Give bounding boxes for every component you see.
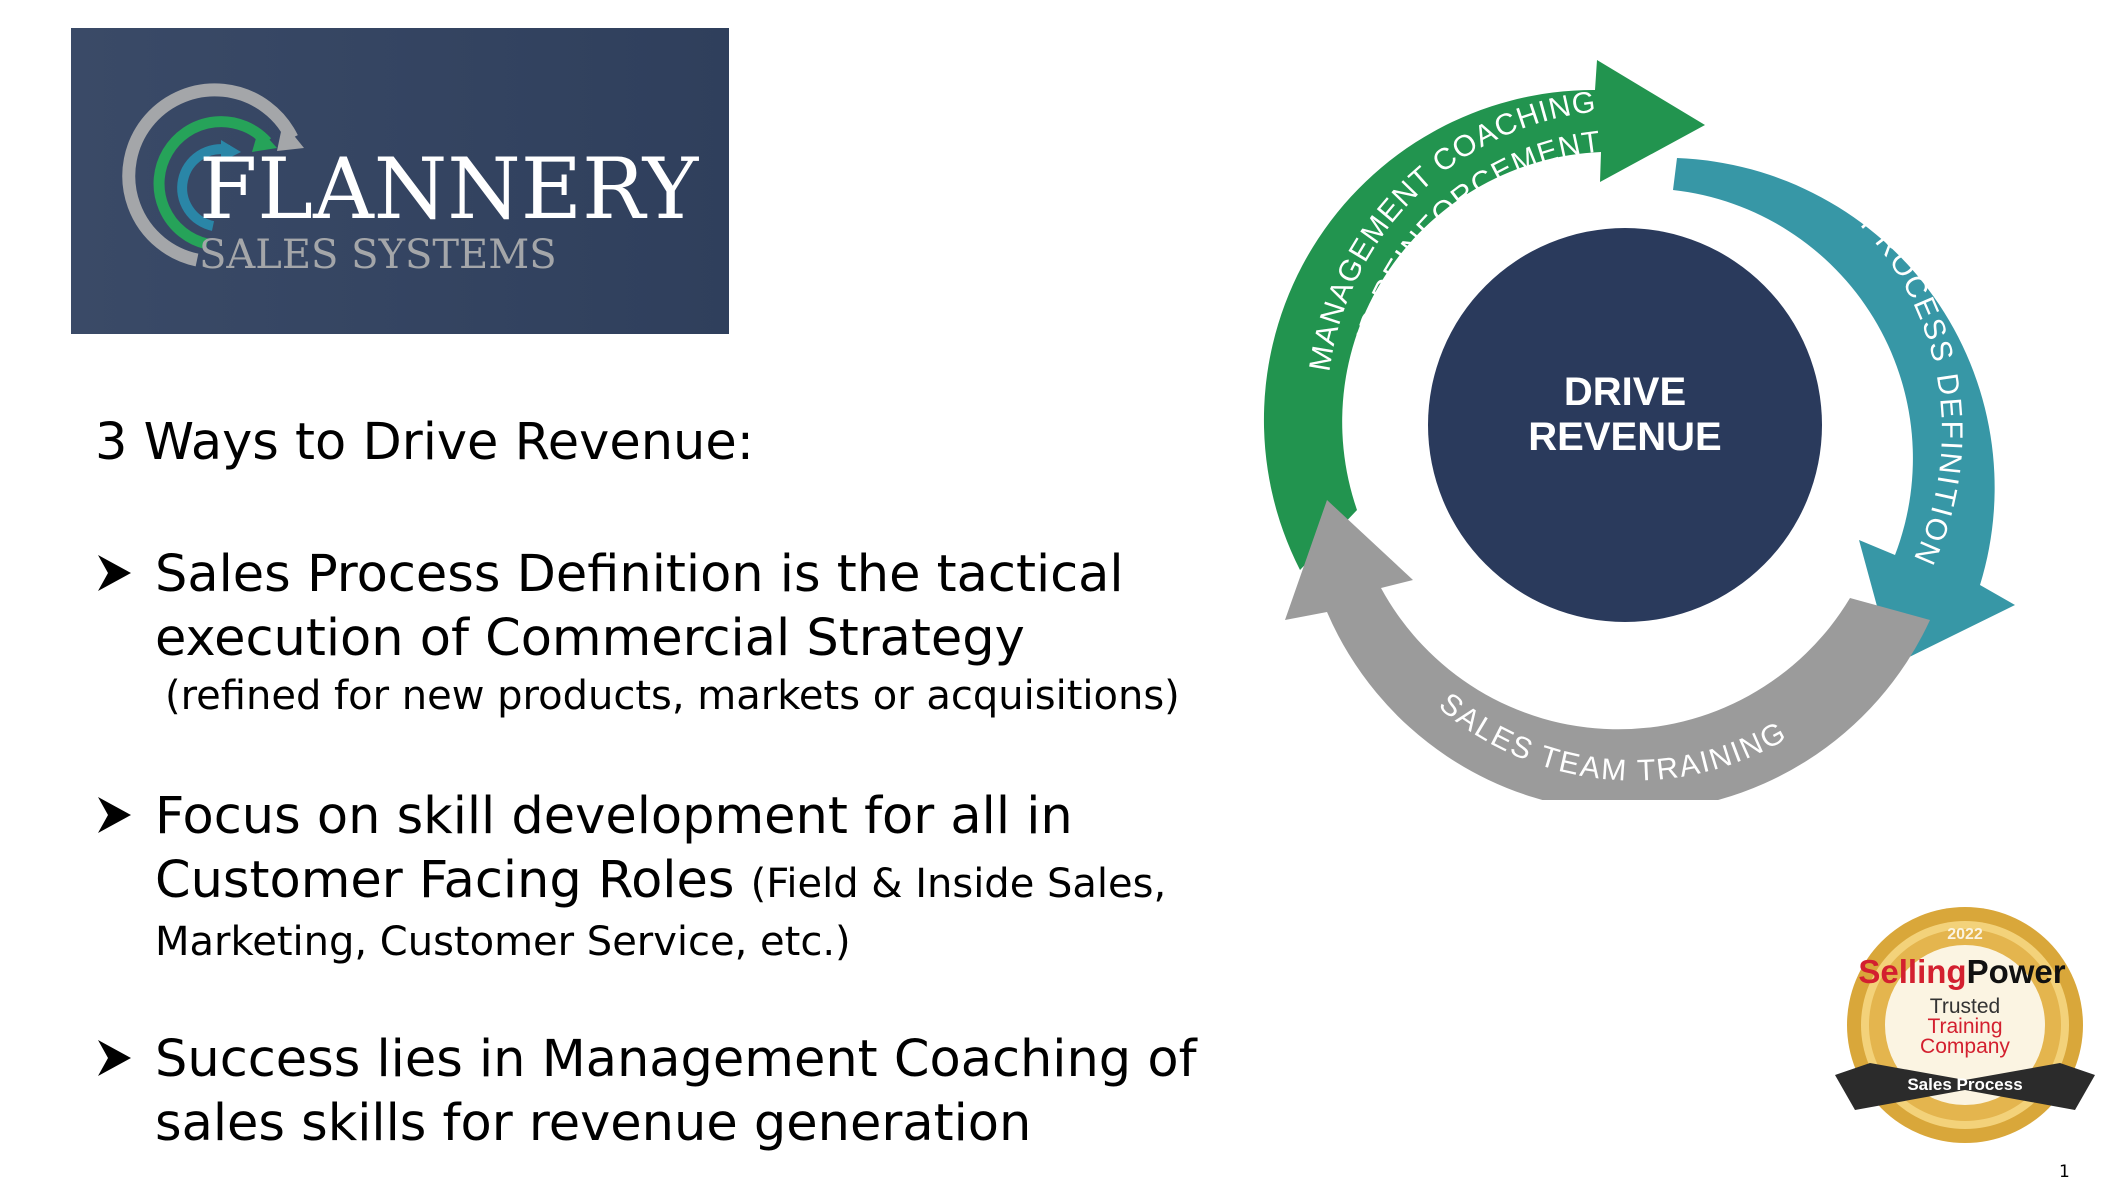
logo-swoosh-icon: FLANNERY SALES SYSTEMS	[122, 83, 700, 278]
bullet-text-line: execution of Commercial Strategy	[155, 609, 1025, 668]
bullet-text-line: Customer Facing Roles	[155, 851, 735, 910]
arrow-bullet-icon	[98, 1040, 131, 1076]
badge-line1: Trusted	[1930, 995, 2000, 1018]
badge-brand: SellingPower	[1858, 953, 2065, 990]
award-badge: 2022 SellingPower Trusted Training Compa…	[1835, 907, 2095, 1143]
page-heading: 3 Ways to Drive Revenue:	[95, 413, 754, 472]
badge-ribbon-label: Sales Process	[1907, 1075, 2022, 1094]
center-label-line2: REVENUE	[1528, 415, 1721, 459]
badge-ribbon	[1835, 1063, 2095, 1110]
badge-year: 2022	[1947, 926, 1983, 943]
teal-cycle-arrow	[1673, 158, 2015, 665]
arrow-bullet-icon	[98, 797, 131, 833]
bullet-item: Sales Process Definition is the tactical…	[95, 543, 1180, 721]
gray-cycle-arrow	[1285, 500, 1930, 800]
center-label-line1: DRIVE	[1564, 370, 1686, 414]
badge-line3: Company	[1920, 1035, 2010, 1058]
bullet-note: Marketing, Customer Service, etc.)	[155, 919, 851, 965]
bullet-text-line: Success lies in Management Coaching of	[155, 1030, 1197, 1089]
bullet-text-line: Focus on skill development for all in	[155, 787, 1073, 846]
green-cycle-arrow	[1263, 60, 1705, 570]
bullet-text-line: Sales Process Definition is the tactical	[155, 545, 1124, 604]
bullet-note: (refined for new products, markets or ac…	[165, 673, 1180, 719]
bullet-item: Success lies in Management Coaching of s…	[95, 1028, 1197, 1156]
badge-line2: Training	[1927, 1015, 2002, 1038]
center-circle	[1428, 228, 1822, 622]
revenue-cycle-diagram: DRIVE REVENUE MANAGEMENT COACHING AND RE…	[1263, 60, 2015, 800]
company-logo: FLANNERY SALES SYSTEMS	[71, 28, 729, 334]
arrow-bullet-icon	[98, 555, 131, 591]
logo-tagline: SALES SYSTEMS	[199, 232, 557, 278]
bullet-note-inline: (Field & Inside Sales,	[750, 861, 1167, 907]
bullet-text-line: sales skills for revenue generation	[155, 1094, 1032, 1153]
bullet-item: Focus on skill development for all in Cu…	[95, 785, 1166, 968]
page-number: 1	[2059, 1162, 2070, 1182]
logo-name: FLANNERY	[199, 140, 700, 238]
